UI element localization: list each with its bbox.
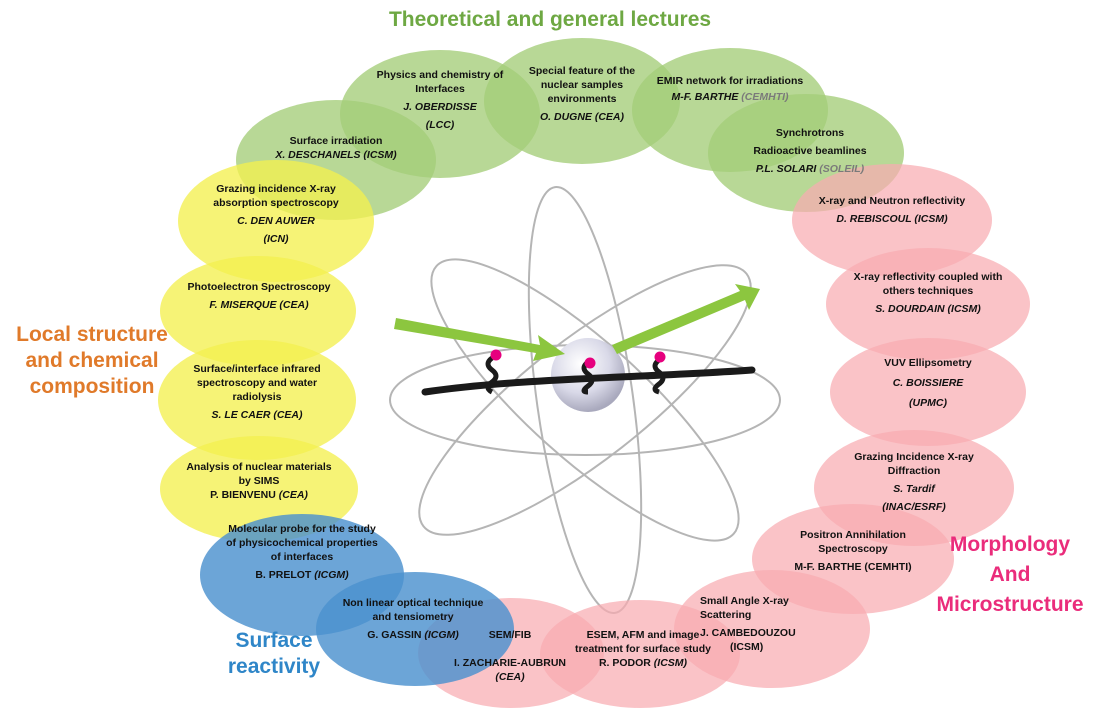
atom-dots: [490, 349, 666, 369]
title: Surface/interface infrared spectroscopy …: [193, 363, 321, 403]
category-local-structure: Local structure and chemical composition: [16, 323, 168, 398]
label-positron: Positron Annihilation Spectroscopy M-F. …: [776, 528, 930, 574]
affiliation: (CEMHTI): [741, 91, 789, 103]
affiliation: (ICN): [263, 233, 289, 245]
person: S. DOURDAIN (ICSM): [875, 303, 981, 315]
ellipse-vuv: [830, 338, 1026, 446]
title: Molecular probe for the study of physico…: [226, 523, 378, 563]
title: Non linear optical technique and tensiom…: [342, 597, 484, 623]
dot-left: [490, 349, 502, 361]
affiliation: (ICGM): [314, 569, 349, 581]
subtitle: Radioactive beamlines: [753, 145, 867, 157]
person: P.L. SOLARI (SOLEIL): [730, 162, 890, 176]
person: C. DEN AUWER: [237, 215, 315, 227]
label-saxs: Small Angle X-ray Scattering J. CAMBEDOU…: [700, 594, 830, 654]
person: J. CAMBEDOUZOU: [700, 627, 796, 639]
category-morphology: Morphology And Microstructure: [936, 533, 1084, 616]
title: Special feature of the nuclear samples e…: [528, 65, 636, 105]
label-emir: EMIR network for irradiations M-F. BARTH…: [652, 74, 808, 104]
orbit-tilted-right: [430, 258, 740, 542]
person-name: P.L. SOLARI: [755, 163, 817, 175]
affiliation: (INAC/ESRF): [882, 501, 946, 513]
person: I. ZACHARIE-AUBRUN: [454, 657, 566, 669]
title: Synchrotrons: [775, 127, 845, 139]
title: Surface irradiation: [289, 135, 383, 147]
affiliation: (CEA): [495, 671, 525, 683]
title: X-ray and Neutron reflectivity: [818, 195, 966, 207]
molecule-chains: [485, 356, 666, 395]
title: Grazing Incidence X-ray Diffraction: [854, 451, 974, 477]
dot-right: [654, 351, 666, 363]
label-molecular-probe: Molecular probe for the study of physico…: [226, 522, 378, 582]
person-name: M-F. BARTHE: [671, 91, 739, 103]
title: Photoelectron Spectroscopy: [187, 281, 331, 293]
incident-arrow: [394, 318, 565, 361]
affiliation: (LCC): [425, 119, 455, 131]
title: Positron Annihilation Spectroscopy: [800, 529, 906, 555]
affiliation: (SOLEIL): [819, 163, 865, 175]
category-surface-reactivity: Surface reactivity: [227, 629, 321, 678]
affiliation: (UPMC): [909, 397, 947, 409]
person: O. DUGNE (CEA): [540, 111, 624, 123]
title: SEM/FIB: [488, 629, 532, 641]
person: G. GASSIN (ICGM): [338, 628, 488, 642]
person-name: P. BIENVENU: [210, 489, 276, 501]
title: EMIR network for irradiations: [656, 75, 804, 87]
chain-right: [652, 358, 666, 395]
category-theoretical: Theoretical and general lectures: [388, 8, 712, 31]
chain-left: [485, 356, 499, 395]
label-esem: ESEM, AFM and image treatment for surfac…: [568, 628, 718, 670]
person-name: R. PODOR: [598, 657, 651, 669]
title: VUV Ellipsometry: [884, 357, 972, 369]
surface-line: [421, 366, 756, 396]
title: Physics and chemistry of Interfaces: [376, 69, 504, 95]
label-sims: Analysis of nuclear materials by SIMS P.…: [186, 460, 332, 502]
label-xr-coupled: X-ray reflectivity coupled with others t…: [848, 270, 1008, 316]
person: R. PODOR (ICSM): [568, 656, 718, 670]
person: P. BIENVENU (CEA): [186, 488, 332, 502]
affiliation: (ICGM): [424, 629, 459, 641]
label-nuclear-env: Special feature of the nuclear samples e…: [510, 64, 654, 124]
title: ESEM, AFM and image treatment for surfac…: [575, 629, 711, 655]
label-surface-irradiation: Surface irradiation X. DESCHANELS (ICSM): [256, 134, 416, 162]
label-infrared: Surface/interface infrared spectroscopy …: [178, 362, 336, 422]
person: S. Tardif: [893, 483, 935, 495]
affiliation: (ICSM): [653, 657, 688, 669]
label-photoelectron: Photoelectron Spectroscopy F. MISERQUE (…: [184, 280, 334, 312]
label-vuv: VUV Ellipsometry C. BOISSIERE (UPMC): [852, 356, 1004, 410]
label-synchrotrons: Synchrotrons Radioactive beamlines P.L. …: [730, 126, 890, 176]
person: X. DESCHANELS (ICSM): [275, 149, 397, 161]
label-xn-reflectivity: X-ray and Neutron reflectivity D. REBISC…: [812, 194, 972, 226]
label-grazing-xas: Grazing incidence X-ray absorption spect…: [200, 182, 352, 246]
affiliation: (CEA): [278, 489, 308, 501]
title: Grazing incidence X-ray absorption spect…: [213, 183, 339, 209]
person: S. LE CAER (CEA): [211, 409, 303, 421]
person: F. MISERQUE (CEA): [209, 299, 309, 311]
label-semfib: SEM/FIB I. ZACHARIE-AUBRUN (CEA): [440, 628, 580, 684]
chain-center: [581, 360, 595, 395]
person: B. PRELOT (ICGM): [226, 568, 378, 582]
person: M-F. BARTHE (CEMHTI): [652, 90, 808, 104]
label-gixd: Grazing Incidence X-ray Diffraction S. T…: [836, 450, 992, 514]
label-nonlinear: Non linear optical technique and tensiom…: [338, 596, 488, 642]
person: J. OBERDISSE: [403, 101, 477, 113]
person: D. REBISCOUL (ICSM): [836, 213, 948, 225]
ellipse-nonlinear: [316, 572, 514, 686]
person: M-F. BARTHE (CEMHTI): [794, 561, 912, 573]
title: Analysis of nuclear materials by SIMS: [186, 461, 332, 487]
label-interfaces: Physics and chemistry of Interfaces J. O…: [360, 68, 520, 132]
person: C. BOISSIERE: [892, 377, 964, 389]
affiliation: (ICSM): [730, 641, 764, 653]
person-name: G. GASSIN: [367, 629, 422, 641]
title: X-ray reflectivity coupled with others t…: [853, 271, 1003, 297]
title: Small Angle X-ray Scattering: [700, 595, 789, 621]
person-name: B. PRELOT: [255, 569, 312, 581]
dot-center: [584, 357, 596, 369]
reflected-arrow: [612, 284, 760, 354]
beam-arrows: [394, 284, 760, 361]
